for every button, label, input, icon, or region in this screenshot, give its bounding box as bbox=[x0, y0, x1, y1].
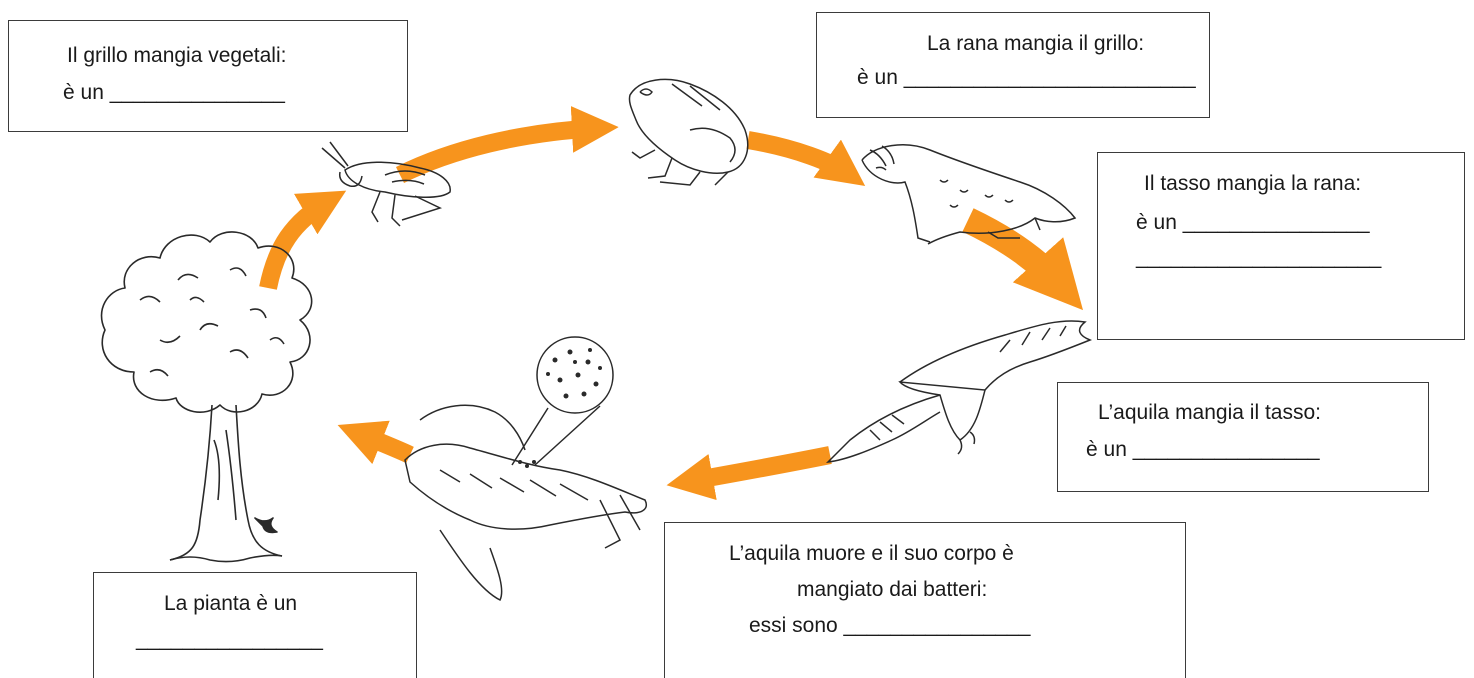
box-bacteria-line2: mangiato dai batteri: bbox=[797, 578, 988, 601]
arrow-tree-to-grasshopper bbox=[259, 190, 347, 290]
box-grasshopper-line1: Il grillo mangia vegetali: bbox=[67, 44, 287, 67]
box-bacteria-line3[interactable]: essi sono ________________ bbox=[749, 614, 1031, 637]
eagle-illustration bbox=[825, 320, 1093, 463]
box-grasshopper-line2[interactable]: è un _______________ bbox=[63, 81, 285, 104]
grasshopper-illustration bbox=[321, 141, 451, 227]
frog-illustration bbox=[628, 78, 749, 186]
badger-illustration bbox=[861, 144, 1077, 245]
arrow-badger-to-eagle bbox=[962, 208, 1084, 311]
bacteria-magnifier bbox=[536, 336, 614, 414]
box-badger-line1: Il tasso mangia la rana: bbox=[1144, 172, 1362, 195]
box-eagle-line2[interactable]: è un ________________ bbox=[1086, 438, 1320, 461]
box-frog: La rana mangia il grillo: è un _________… bbox=[816, 12, 1210, 118]
box-bacteria: L’aquila muore e il suo corpo è mangiato… bbox=[664, 522, 1186, 678]
box-eagle-line1: L’aquila mangia il tasso: bbox=[1098, 401, 1321, 424]
arrow-bacteria-to-tree bbox=[337, 420, 414, 465]
box-eagle: L’aquila mangia il tasso: è un _________… bbox=[1057, 382, 1429, 492]
box-badger: Il tasso mangia la rana: è un __________… bbox=[1097, 152, 1465, 340]
dead-eagle-with-bacteria-illustration bbox=[404, 336, 647, 602]
arrow-eagle-to-bacteria bbox=[666, 446, 832, 501]
arrow-grasshopper-to-frog bbox=[395, 106, 619, 184]
box-frog-line1: La rana mangia il grillo: bbox=[927, 32, 1145, 55]
box-plant: La pianta è un ________________ bbox=[93, 572, 417, 678]
box-frog-line2[interactable]: è un _________________________ bbox=[857, 66, 1196, 89]
box-badger-line3[interactable]: _____________________ bbox=[1136, 246, 1382, 269]
arrow-frog-to-badger bbox=[746, 131, 866, 186]
box-plant-line2[interactable]: ________________ bbox=[136, 628, 323, 651]
box-grasshopper: Il grillo mangia vegetali: è un ________… bbox=[8, 20, 408, 132]
box-badger-line2[interactable]: è un ________________ bbox=[1136, 211, 1370, 234]
box-plant-line1: La pianta è un bbox=[164, 592, 298, 615]
box-bacteria-line1: L’aquila muore e il suo corpo è bbox=[729, 542, 1014, 565]
tree-illustration bbox=[100, 231, 313, 563]
bacteria-dots bbox=[518, 348, 602, 468]
